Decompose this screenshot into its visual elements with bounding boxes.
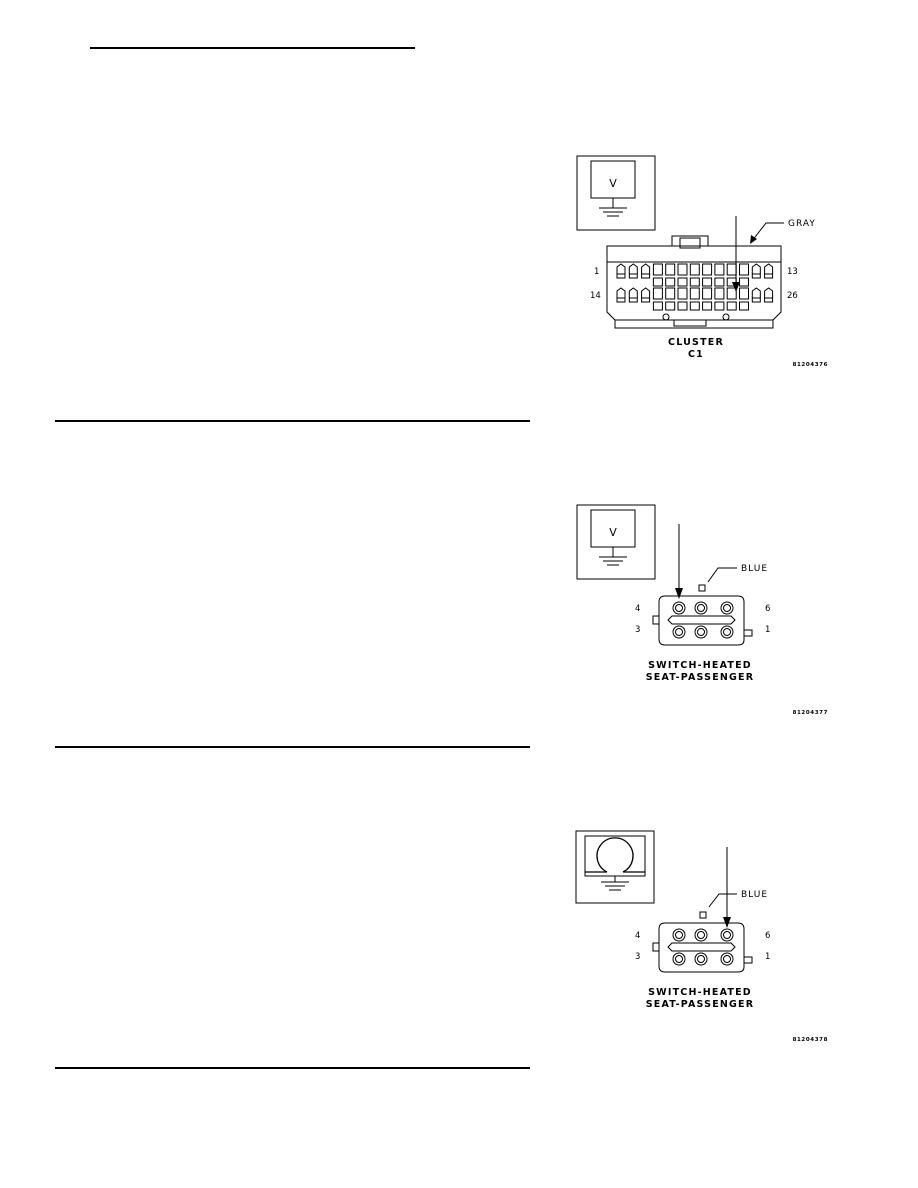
pin-cavity — [739, 287, 749, 311]
section-divider-2 — [55, 746, 530, 748]
pin-cavity — [751, 287, 761, 303]
pin-cavity — [689, 263, 700, 287]
pin-cavity — [628, 263, 638, 279]
voltmeter-icon: V — [576, 504, 656, 580]
terminal — [694, 928, 708, 942]
pin-label-3: 3 — [635, 625, 640, 635]
pin-cavity — [714, 287, 725, 311]
pin-cavity — [641, 287, 651, 303]
meter-symbol: V — [609, 177, 617, 190]
wire-color-label: GRAY — [788, 219, 816, 229]
pin-cavity — [616, 287, 626, 303]
pin-cavity — [641, 263, 651, 279]
terminal — [720, 625, 734, 639]
terminal — [672, 625, 686, 639]
pin-label-4: 4 — [635, 604, 640, 614]
figure-cluster-c1: V GRAY 1 13 14 26 CLUSTER C1 81204376 — [570, 150, 840, 375]
connector-caption-line2: SEAT-PASSENGER — [646, 672, 755, 683]
terminal — [694, 601, 708, 615]
voltmeter-icon: V — [576, 155, 656, 231]
section-divider-3 — [55, 1067, 530, 1069]
pin-cavity — [739, 263, 749, 287]
connector-caption-line1: SWITCH-HEATED — [648, 987, 752, 998]
terminal — [720, 601, 734, 615]
connector-caption-line1: CLUSTER — [668, 337, 724, 348]
pin-label-4: 4 — [635, 931, 640, 941]
terminal — [672, 952, 686, 966]
terminal — [720, 952, 734, 966]
pin-cavity — [652, 263, 663, 287]
pin-label-14: 14 — [590, 291, 601, 301]
header-rule — [90, 47, 415, 49]
pin-cavity — [702, 263, 713, 287]
pin-cavity — [726, 263, 737, 287]
pin-cavity — [714, 263, 725, 287]
figure-id: 81204378 — [793, 1037, 828, 1043]
terminal — [672, 928, 686, 942]
wire-color-label: BLUE — [741, 564, 768, 574]
pin-label-1: 1 — [765, 625, 770, 635]
terminal — [720, 928, 734, 942]
connector-caption-line2: SEAT-PASSENGER — [646, 999, 755, 1010]
pin-cavity — [702, 287, 713, 311]
switch-connector — [652, 922, 753, 973]
pin-cavity — [764, 287, 774, 303]
pin-cavity — [764, 263, 774, 279]
pin-cavity — [726, 287, 737, 311]
switch-connector — [652, 595, 753, 646]
terminal — [694, 625, 708, 639]
switch-resistance-diagram: BLUE 4 6 3 1 SWITCH-HEATED SEAT-PASSENGE… — [575, 830, 828, 1043]
pin-cavity — [665, 287, 676, 311]
cluster-connector — [606, 235, 782, 329]
pin-cavities — [672, 928, 734, 966]
pin-cavity — [665, 263, 676, 287]
pin-label-1: 1 — [594, 267, 599, 277]
terminal — [672, 601, 686, 615]
pin-cavities — [672, 601, 734, 639]
pin-cavity — [652, 287, 663, 311]
connector-caption-line1: SWITCH-HEATED — [648, 660, 752, 671]
pin-label-1: 1 — [765, 952, 770, 962]
ohmmeter-icon — [575, 830, 655, 904]
pin-cavity — [677, 287, 688, 311]
pin-cavity — [677, 263, 688, 287]
switch-voltage-diagram: V BLUE 4 6 3 1 SWITCH-HEATED SEAT-PASSEN… — [576, 504, 828, 716]
figure-switch-resistance: BLUE 4 6 3 1 SWITCH-HEATED SEAT-PASSENGE… — [570, 825, 840, 1050]
pin-label-6: 6 — [765, 604, 770, 614]
cluster-c1-diagram: V GRAY 1 13 14 26 CLUSTER C1 81204376 — [576, 155, 828, 368]
wire-color-label: BLUE — [741, 890, 768, 900]
meter-symbol: V — [609, 526, 617, 539]
figure-id: 81204377 — [793, 710, 828, 716]
pin-label-3: 3 — [635, 952, 640, 962]
figure-switch-voltage: V BLUE 4 6 3 1 SWITCH-HEATED SEAT-PASSEN… — [570, 498, 840, 723]
pin-cavities — [616, 263, 774, 311]
figure-id: 81204376 — [793, 362, 828, 368]
pin-cavity — [628, 287, 638, 303]
pin-label-6: 6 — [765, 931, 770, 941]
pin-cavity — [751, 263, 761, 279]
pin-cavity — [616, 263, 626, 279]
pin-label-26: 26 — [787, 291, 798, 301]
terminal — [694, 952, 708, 966]
section-divider-1 — [55, 420, 530, 422]
connector-caption-line2: C1 — [688, 349, 704, 360]
pin-cavity — [689, 287, 700, 311]
pin-label-13: 13 — [787, 267, 798, 277]
